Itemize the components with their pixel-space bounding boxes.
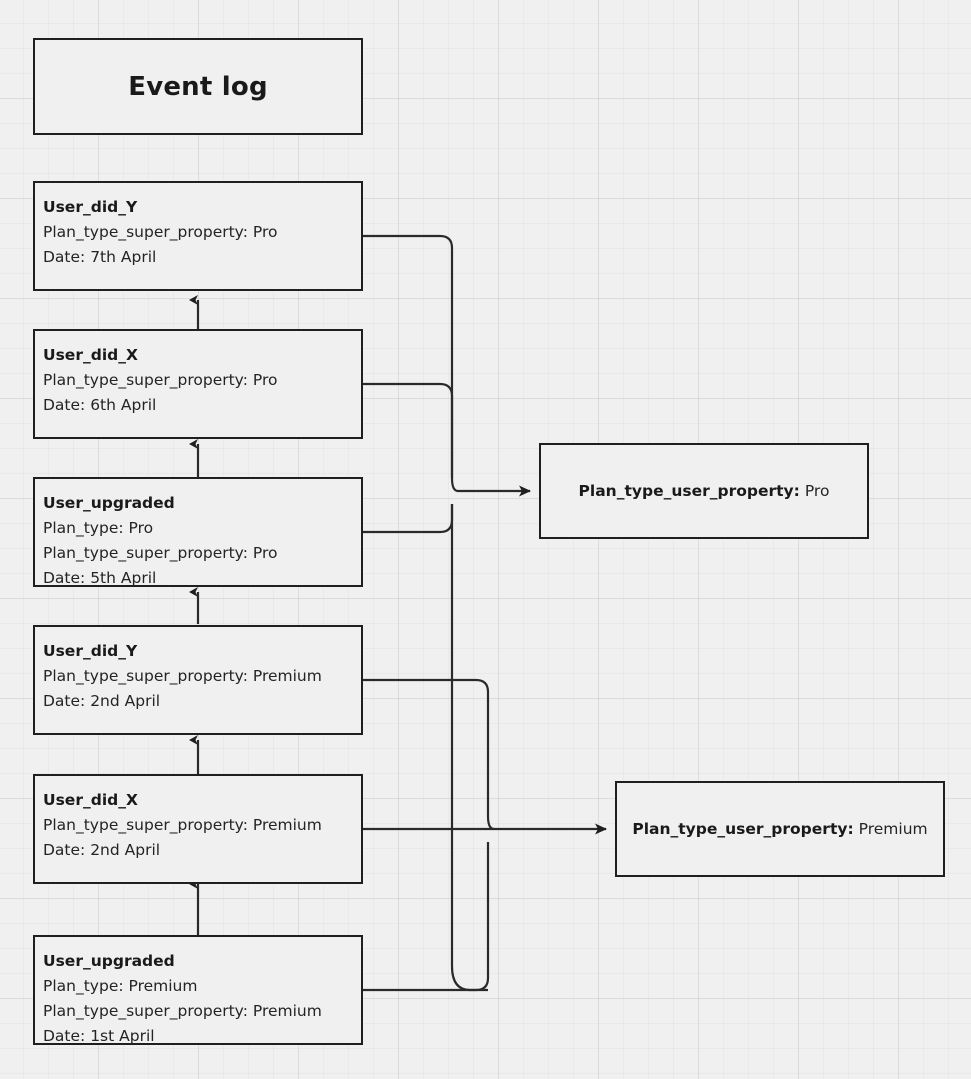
event-name: User_did_X (43, 346, 138, 364)
user-property-value: Premium (858, 820, 928, 838)
event-log-title-text: Event log (128, 71, 268, 102)
event-attr-date: Date: 5th April (43, 569, 157, 587)
premium-wire-from-user-did-y (363, 678, 495, 831)
event-attr-super-property: Plan_type_super_property: Premium (43, 816, 322, 834)
user-property-key: Plan_type_user_property: (578, 482, 800, 500)
event-attr-date: Date: 1st April (43, 1027, 155, 1045)
premium-wire-from-user-upgraded (363, 842, 490, 992)
event-attr-super-property: Plan_type_super_property: Pro (43, 371, 278, 389)
event-box-user-upgraded-5th-april[interactable]: User_upgraded Plan_type: Pro Plan_type_s… (33, 477, 363, 587)
event-name: User_did_X (43, 791, 138, 809)
user-property-key: Plan_type_user_property: (632, 820, 854, 838)
event-box-user-did-y-2nd-april[interactable]: User_did_Y Plan_type_super_property: Pre… (33, 625, 363, 735)
event-attr-super-property: Plan_type_super_property: Pro (43, 223, 278, 241)
event-box-user-did-x-6th-april[interactable]: User_did_X Plan_type_super_property: Pro… (33, 329, 363, 439)
event-attr-plan-type: Plan_type: Premium (43, 977, 198, 995)
event-name: User_upgraded (43, 494, 175, 512)
event-attr-plan-type: Plan_type: Pro (43, 519, 154, 537)
event-box-user-did-y-7th-april[interactable]: User_did_Y Plan_type_super_property: Pro… (33, 181, 363, 291)
user-property-box-pro[interactable]: Plan_type_user_property: Pro (539, 443, 869, 539)
event-name: User_did_Y (43, 198, 138, 216)
event-box-user-upgraded-1st-april[interactable]: User_upgraded Plan_type: Premium Plan_ty… (33, 935, 363, 1045)
user-property-box-premium[interactable]: Plan_type_user_property: Premium (615, 781, 945, 877)
event-attr-super-property: Plan_type_super_property: Premium (43, 667, 322, 685)
event-attr-super-property: Plan_type_super_property: Premium (43, 1002, 322, 1020)
event-log-title-box: Event log (33, 38, 363, 135)
event-attr-super-property: Plan_type_super_property: Pro (43, 544, 278, 562)
event-attr-date: Date: 7th April (43, 248, 157, 266)
user-property-value: Pro (804, 482, 830, 500)
event-box-user-did-x-2nd-april[interactable]: User_did_X Plan_type_super_property: Pre… (33, 774, 363, 884)
event-name: User_upgraded (43, 952, 175, 970)
event-name: User_did_Y (43, 642, 138, 660)
pro-wire-from-user-did-y (363, 234, 459, 493)
pro-bus-vertical-lower (450, 504, 488, 992)
premium-connector-group (363, 678, 607, 992)
pro-connector-group (363, 234, 531, 992)
event-attr-date: Date: 6th April (43, 396, 157, 414)
pro-wire-from-user-did-x (363, 382, 454, 478)
event-attr-date: Date: 2nd April (43, 692, 161, 710)
event-attr-date: Date: 2nd April (43, 841, 161, 859)
pro-wire-from-user-upgraded (363, 504, 454, 534)
